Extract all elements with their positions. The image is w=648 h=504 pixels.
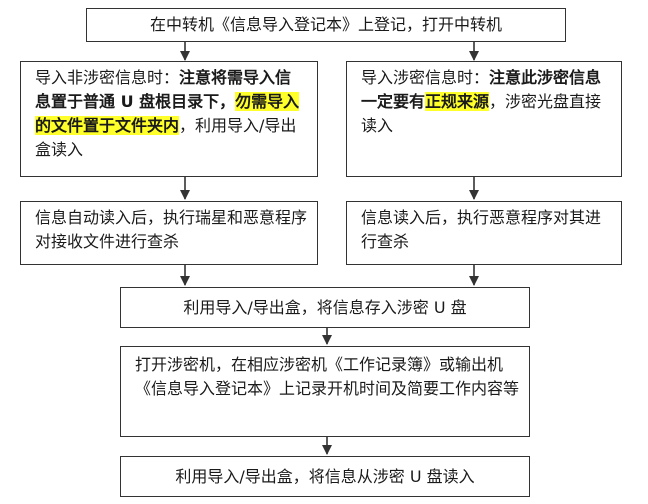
nonsecret-note: 注意将需导入信息置于普通 U 盘根目录下，: [35, 68, 292, 111]
step-scan-nonsecret: 信息自动读入后，执行瑞星和恶意程序对接收文件进行查杀: [20, 201, 318, 265]
step-top-text: 在中转机《信息导入登记本》上登记，打开中转机: [149, 15, 502, 34]
step-record-log: 打开涉密机，在相应涉密机《工作记录簿》或输出机《信息导入登记本》上记录开机时间及…: [120, 346, 530, 437]
final-read-text: 利用导入/导出盒，将信息从涉密 U 盘读入: [175, 466, 475, 486]
step-import-secret: 导入涉密信息时：注意此涉密信息一定要有正规来源，涉密光盘直接读入: [346, 61, 622, 177]
nonsecret-tail: ，利用导入/导出盒读入: [35, 116, 297, 159]
step-final-read: 利用导入/导出盒，将信息从涉密 U 盘读入: [120, 456, 530, 497]
secret-note: 注意此涉密信息一定要有: [361, 68, 602, 111]
record-log-text: 打开涉密机，在相应涉密机《工作记录簿》或输出机《信息导入登记本》上记录开机时间及…: [135, 355, 520, 398]
store-usb-text: 利用导入/导出盒，将信息存入涉密 U 盘: [183, 297, 467, 317]
secret-tail: ，涉密光盘直接读入: [361, 92, 602, 135]
nonsecret-lead: 导入非涉密信息时：: [35, 68, 180, 87]
scan-nonsecret-text: 信息自动读入后，执行瑞星和恶意程序对接收文件进行查杀: [35, 208, 308, 251]
step-top-register: 在中转机《信息导入登记本》上登记，打开中转机: [86, 8, 566, 42]
step-import-nonsecret: 导入非涉密信息时：注意将需导入信息置于普通 U 盘根目录下，勿需导入的文件置于文…: [20, 61, 318, 177]
step-store-usb: 利用导入/导出盒，将信息存入涉密 U 盘: [120, 287, 530, 328]
scan-secret-text: 信息读入后，执行恶意程序对其进行查杀: [361, 208, 602, 251]
secret-source-highlight: 正规来源: [425, 92, 490, 111]
secret-lead: 导入涉密信息时：: [361, 68, 490, 87]
step-scan-secret: 信息读入后，执行恶意程序对其进行查杀: [346, 201, 622, 265]
